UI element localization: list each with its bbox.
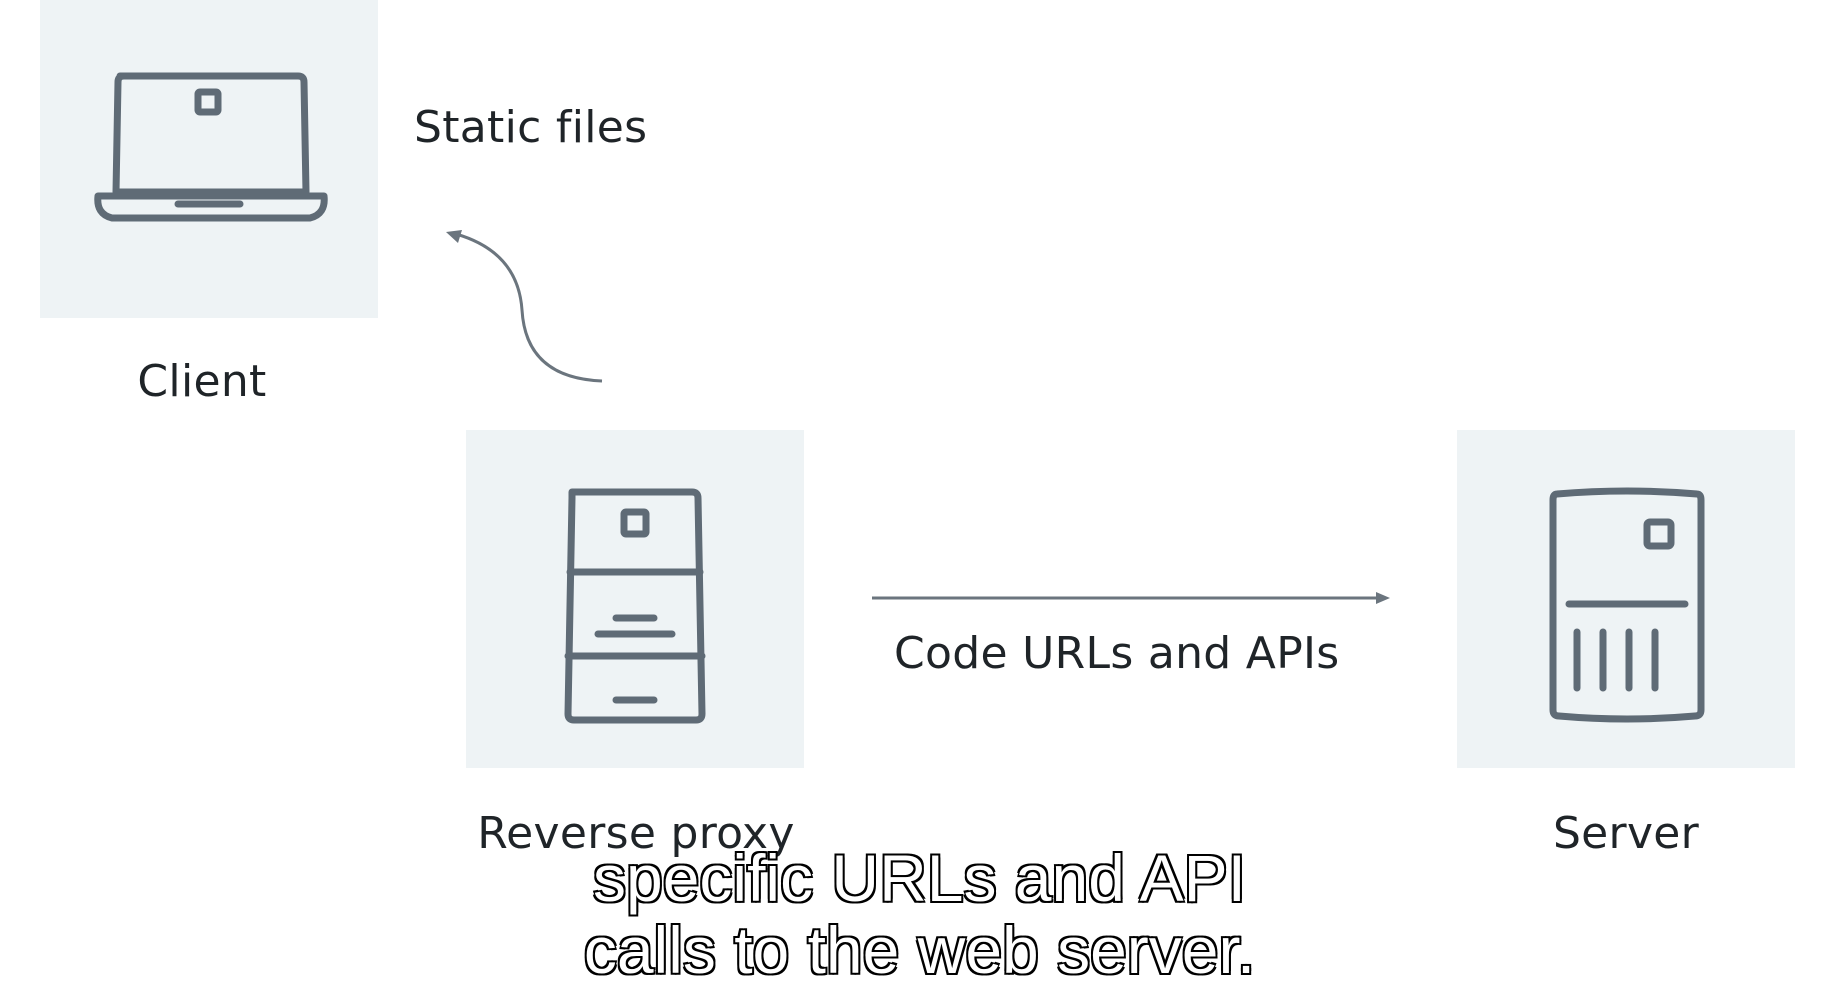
caption-line-1: specific URLs and API [592, 841, 1247, 915]
reverse-proxy-label: Reverse proxy [477, 808, 795, 859]
code-urls-label: Code URLs and APIs [894, 628, 1340, 679]
server-label: Server [1552, 808, 1700, 859]
client-node [40, 0, 378, 318]
code-urls-arrowhead [1376, 592, 1390, 604]
server-rack-icon [564, 488, 706, 724]
video-caption: specific URLs and API calls to the web s… [583, 841, 1256, 987]
laptop-icon [94, 72, 328, 222]
static-files-arrow [455, 232, 603, 383]
static-files-label: Static files [414, 102, 648, 153]
caption-line-2: calls to the web server. [583, 913, 1256, 987]
static-files-arrowhead [446, 230, 462, 243]
server-node [1457, 430, 1795, 768]
client-label: Client [137, 356, 267, 407]
server-tower-icon [1549, 487, 1705, 723]
reverse-proxy-node [466, 430, 804, 768]
